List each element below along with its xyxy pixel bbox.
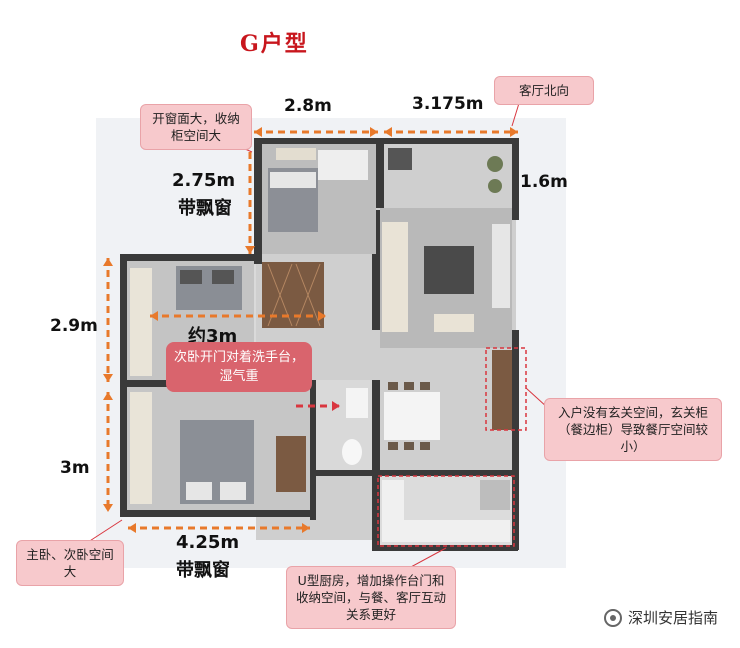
dim-bottom-note: 带飘窗: [176, 560, 230, 581]
fridge: [480, 480, 510, 510]
watermark-text: 深圳安居指南: [627, 609, 718, 627]
entrance-highlight: [485, 347, 527, 431]
note-entrance: 入户没有玄关空间，玄关柜（餐边柜）导致餐厅空间较小）: [544, 398, 722, 461]
toilet: [342, 439, 362, 465]
wash-basin: [346, 388, 368, 418]
third-bedroom-desk: [318, 150, 368, 180]
note-master-bedroom: 主卧、次卧空间大: [16, 540, 124, 586]
dining-table: [384, 392, 440, 440]
page-title: G户型: [240, 31, 309, 57]
sofa: [382, 222, 408, 332]
dim-left-top-note: 带飘窗: [178, 198, 232, 219]
tv-cabinet: [492, 224, 510, 308]
kitchen-highlight: [377, 475, 515, 547]
dim-right-side: 1.6m: [520, 172, 568, 192]
dim-left-mid: 2.9m: [50, 316, 98, 336]
wechat-icon: [603, 608, 622, 627]
note-living-north: 客厅北向: [494, 76, 594, 105]
note-kitchen: U型厨房，增加操作台门和收纳空间，与餐、客厅互动关系更好: [286, 566, 456, 629]
dim-top-right: 3.175m: [412, 94, 484, 114]
second-bedroom-bay-window: [130, 268, 152, 376]
coffee-table: [424, 246, 474, 294]
dim-left-top: 2.75m: [172, 170, 236, 191]
master-bedroom-bay-window: [130, 392, 152, 504]
dim-left-bottom: 3m: [60, 458, 90, 478]
entrance-cabinet: [492, 350, 512, 430]
note-window-storage: 开窗面大，收纳柜空间大: [140, 104, 252, 150]
walls: [120, 138, 519, 551]
note-second-bedroom: 次卧开门对着洗手台，湿气重: [166, 342, 312, 392]
washing-machine: [388, 148, 412, 170]
watermark: 深圳安居指南: [603, 607, 718, 628]
dim-inner-width: 约3m: [188, 326, 238, 347]
dim-top-left: 2.8m: [284, 96, 332, 116]
master-wardrobe: [276, 436, 306, 492]
dim-bottom-width: 4.25m: [176, 532, 240, 553]
